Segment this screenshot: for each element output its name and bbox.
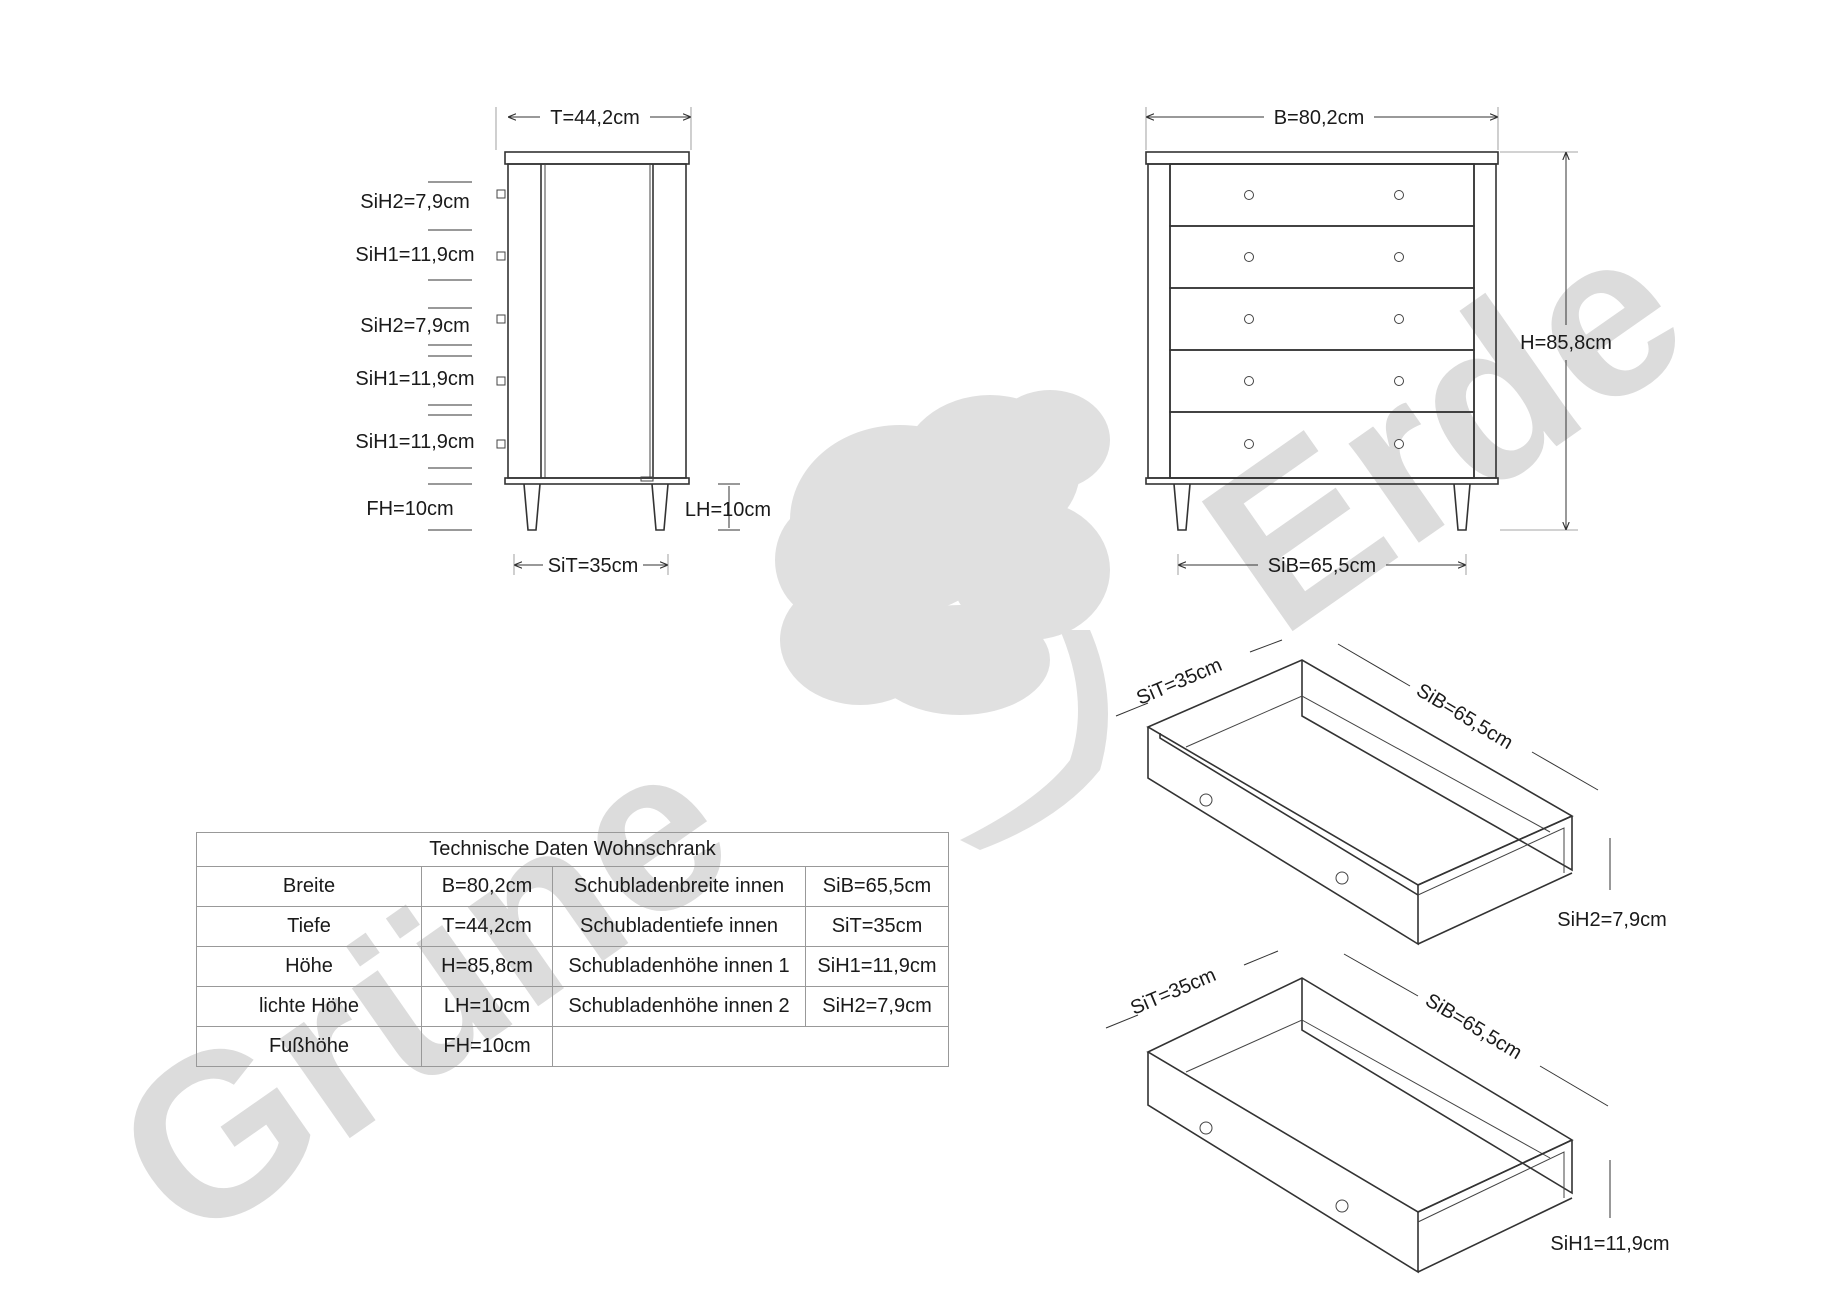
table-row: Breite B=80,2cm Schubladenbreite innen S…: [196, 866, 949, 907]
spec-cell: Fußhöhe: [196, 1026, 422, 1067]
drawer-small-width-label: SiB=65,5cm: [1412, 679, 1516, 754]
side-inner-depth-label: SiT=35cm: [548, 555, 639, 577]
spec-cell-empty: [552, 1026, 949, 1067]
drawer-height-label-1: SiH2=7,9cm: [360, 191, 470, 213]
spec-cell: Höhe: [196, 946, 422, 987]
spec-table-title-row: Technische Daten Wohnschrank: [196, 832, 949, 867]
table-row: lichte Höhe LH=10cm Schubladenhöhe innen…: [196, 986, 949, 1027]
spec-cell: B=80,2cm: [421, 866, 553, 907]
side-depth-label: T=44,2cm: [550, 107, 639, 129]
watermark-word-2: Erde: [1161, 176, 1727, 680]
drawer-height-label-4: SiH1=11,9cm: [355, 368, 474, 390]
drawer-small-height-label: SiH2=7,9cm: [1557, 909, 1667, 931]
drawer-large-iso: SiT=35cm SiB=65,5cm SiH1=11,9cm: [1105, 950, 1670, 1274]
drawer-height-label-2: SiH1=11,9cm: [355, 244, 474, 266]
front-top-panel: [1145, 151, 1499, 165]
side-bottom-rail: [504, 477, 690, 485]
front-drawer-5: [1169, 411, 1475, 479]
spec-cell: FH=10cm: [421, 1026, 553, 1067]
knob-side-5: [496, 439, 506, 449]
front-inner-width-label: SiB=65,5cm: [1268, 555, 1376, 577]
side-panel: [507, 163, 687, 479]
side-top-panel: [504, 151, 690, 165]
drawer-large-width-label: SiB=65,5cm: [1421, 989, 1525, 1064]
spec-cell: LH=10cm: [421, 986, 553, 1027]
front-view: B=80,2cm H=85: [1145, 107, 1612, 577]
spec-cell: SiH1=11,9cm: [805, 946, 949, 987]
knob-side-4: [496, 376, 506, 386]
spec-cell: SiT=35cm: [805, 906, 949, 947]
drawer-height-label-3: SiH2=7,9cm: [360, 315, 470, 337]
spec-cell: SiH2=7,9cm: [805, 986, 949, 1027]
spec-cell: Schubladenhöhe innen 2: [552, 986, 806, 1027]
front-height-label: H=85,8cm: [1520, 332, 1612, 354]
tree-logo-icon: [775, 390, 1110, 850]
spec-cell: T=44,2cm: [421, 906, 553, 947]
drawer-large-height-label: SiH1=11,9cm: [1550, 1233, 1669, 1255]
front-drawer-1: [1169, 163, 1475, 227]
spec-cell: Tiefe: [196, 906, 422, 947]
spec-cell: H=85,8cm: [421, 946, 553, 987]
drawer-small-iso: SiT=35cm SiB=65,5cm SiH2=7,9cm: [1115, 639, 1667, 946]
spec-cell: Schubladentiefe innen: [552, 906, 806, 947]
spec-cell: Schubladenhöhe innen 1: [552, 946, 806, 987]
foot-height-label: FH=10cm: [366, 498, 453, 520]
drawer-height-label-5: SiH1=11,9cm: [355, 431, 474, 453]
spec-cell: Schubladenbreite innen: [552, 866, 806, 907]
side-view: T=44,2cm SiH2=7,9cm SiH1=11,9cm SiH2=7,: [355, 107, 771, 577]
front-width-label: B=80,2cm: [1274, 107, 1365, 129]
brand-plate: [640, 476, 654, 482]
table-row: Tiefe T=44,2cm Schubladentiefe innen SiT…: [196, 906, 949, 947]
spec-table-title: Technische Daten Wohnschrank: [196, 832, 949, 867]
spec-cell: Breite: [196, 866, 422, 907]
knob-side-2: [496, 251, 506, 261]
knob-side-3: [496, 314, 506, 324]
spec-table: Technische Daten Wohnschrank Breite B=80…: [196, 832, 949, 1067]
knob-side-1: [496, 189, 506, 199]
spec-cell: SiB=65,5cm: [805, 866, 949, 907]
drawer-large-depth-label: SiT=35cm: [1127, 964, 1219, 1020]
clear-height-label: LH=10cm: [685, 499, 771, 521]
front-drawer-2: [1169, 225, 1475, 289]
table-row: Höhe H=85,8cm Schubladenhöhe innen 1 SiH…: [196, 946, 949, 987]
drawer-small-depth-label: SiT=35cm: [1133, 654, 1225, 710]
spec-cell: lichte Höhe: [196, 986, 422, 1027]
table-row: Fußhöhe FH=10cm: [196, 1026, 949, 1067]
